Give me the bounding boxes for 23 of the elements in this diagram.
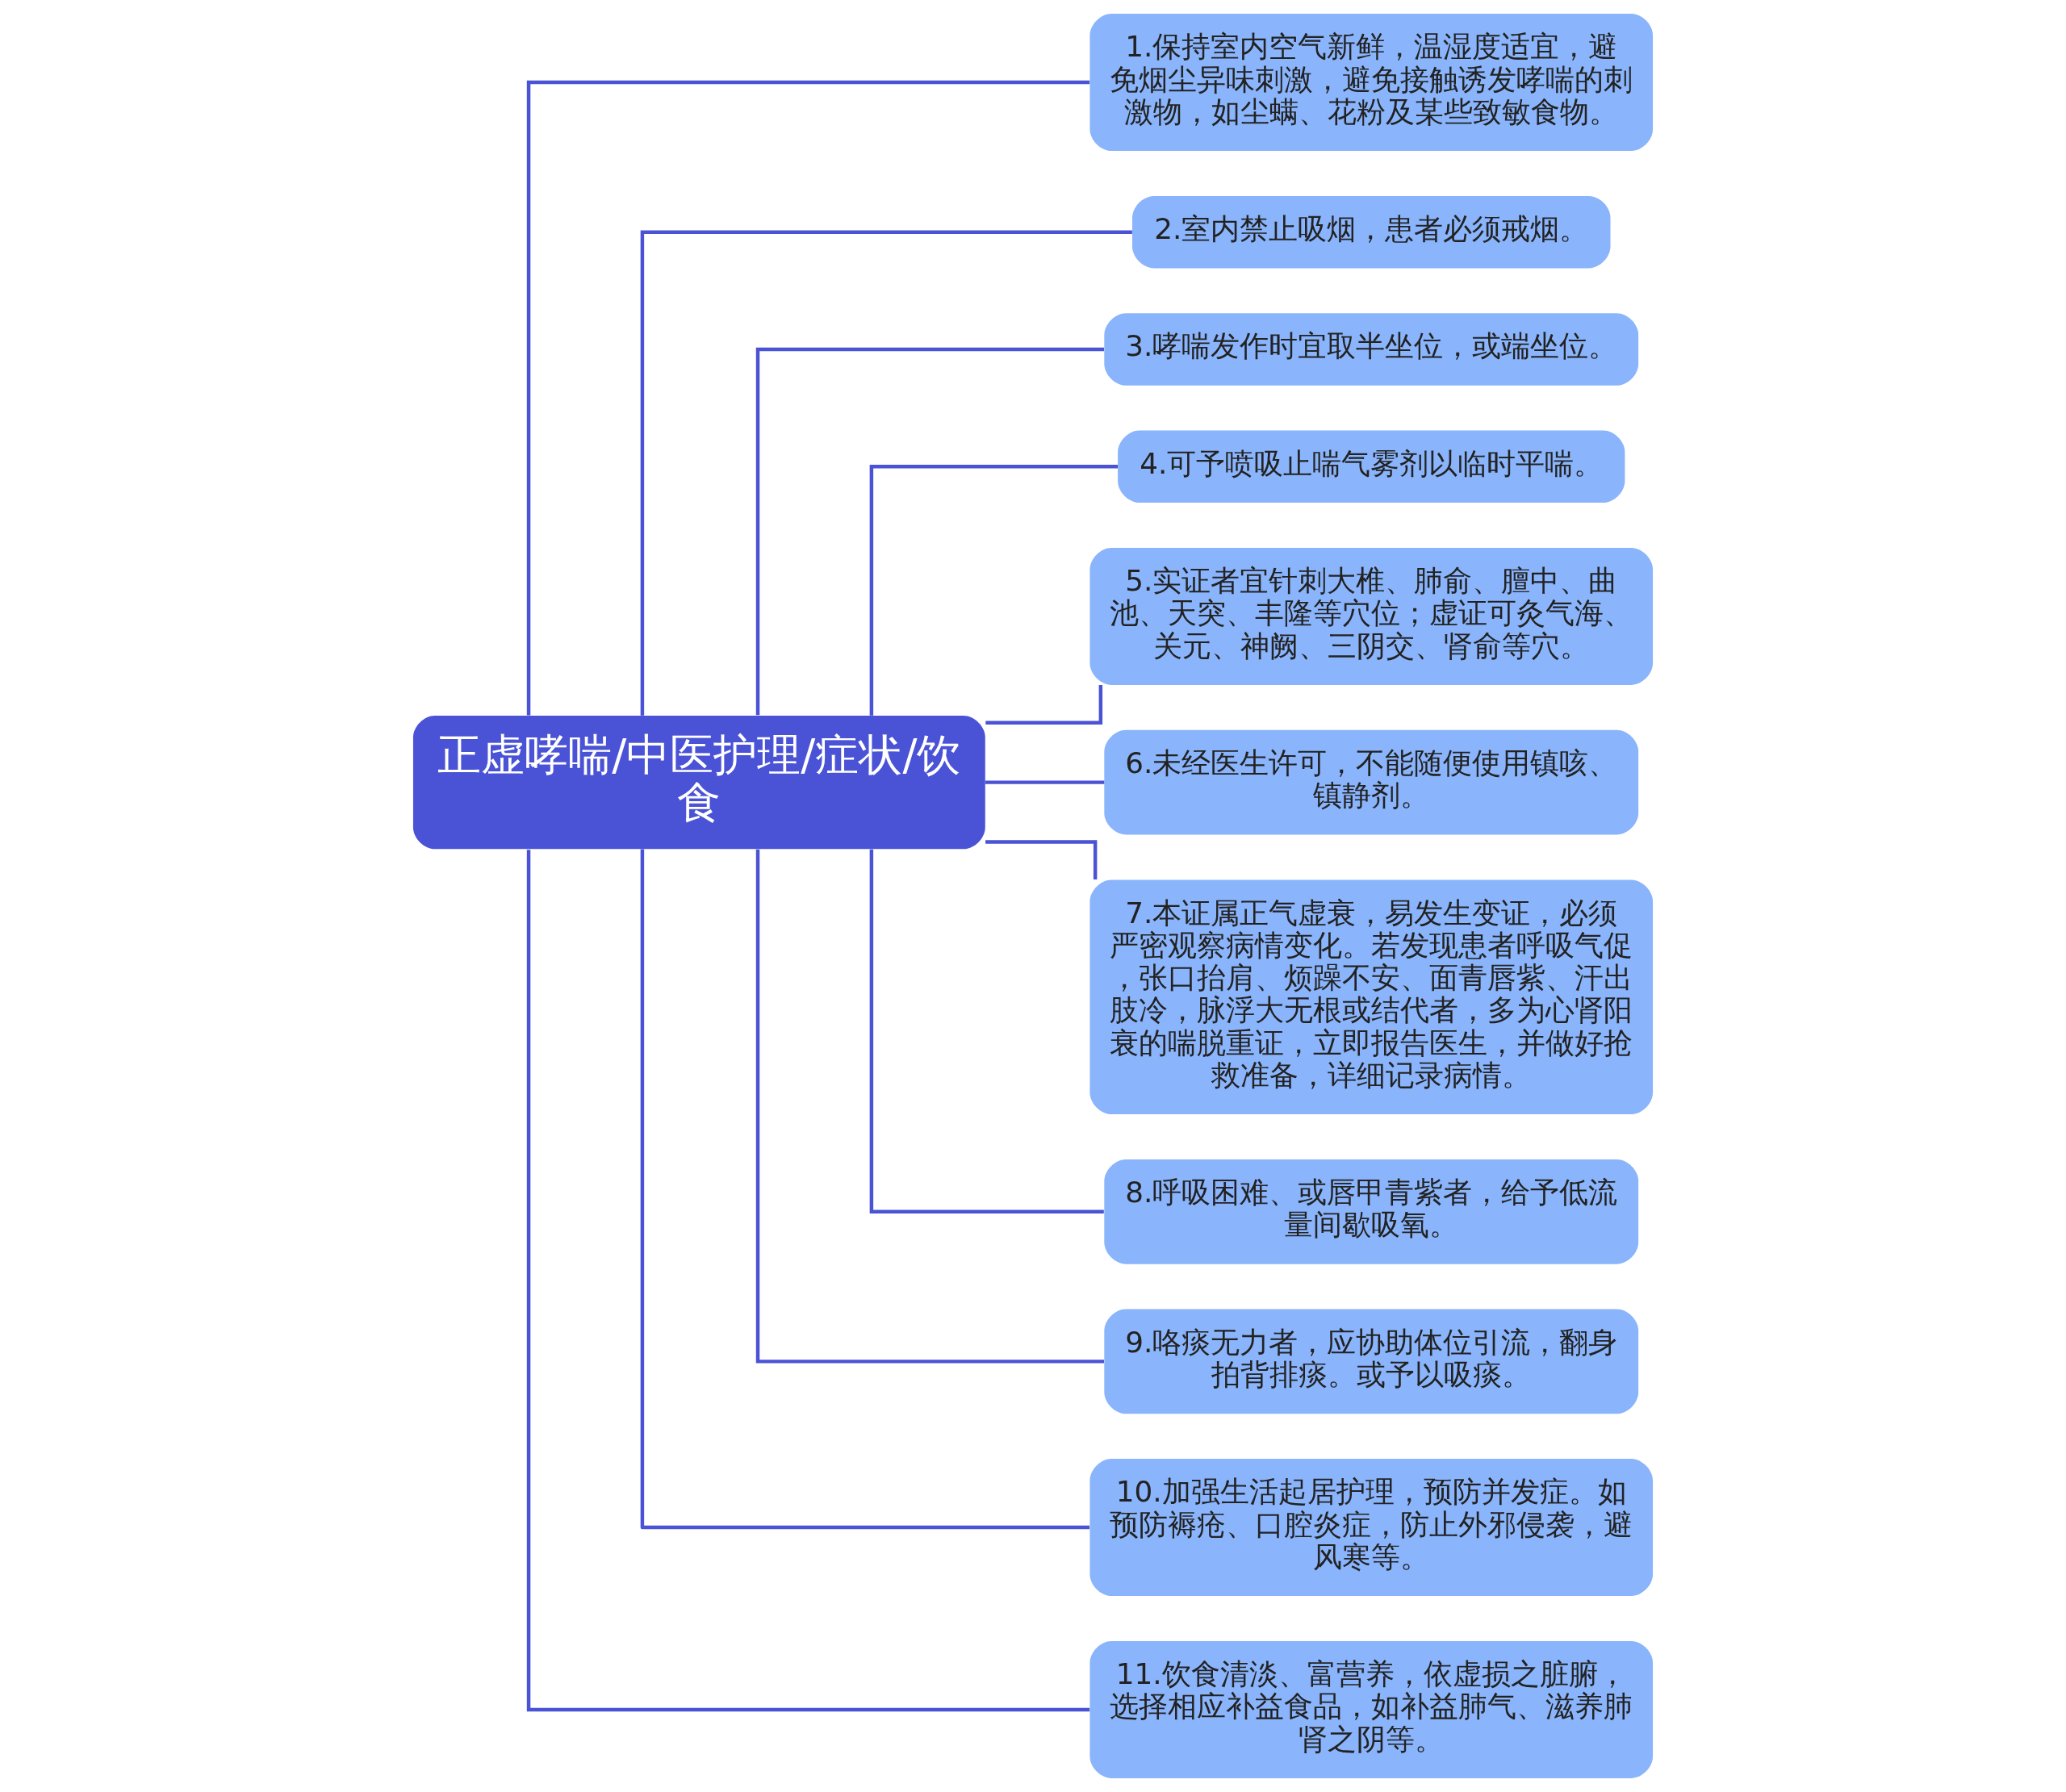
connector <box>985 840 1098 879</box>
connector <box>526 80 1090 716</box>
node-box: 6.未经医生许可，不能随便使用镇咳、镇静剂。 <box>1104 729 1639 835</box>
connector <box>985 684 1103 725</box>
connector <box>985 780 1105 784</box>
connector <box>755 849 1104 1364</box>
node-box: 4.可予喷吸止喘气雾剂以临时平喘。 <box>1118 430 1625 503</box>
connector <box>526 850 1090 1712</box>
node-box: 9.咯痰无力者，应协助体位引流，翻身拍背排痰。或予以吸痰。 <box>1104 1309 1639 1414</box>
node-box: 1.保持室内空气新鲜，温湿度适宜，避免烟尘异味刺激，避免接触诱发哮喘的刺激物，如尘螨、花粉及某些致敏食物。 <box>1089 14 1654 152</box>
connector <box>869 465 1118 716</box>
node-box: 2.室内禁止吸烟，患者必须戒烟。 <box>1132 195 1611 269</box>
node-box: 10.加强生活起居护理，预防并发症。如预防褥疮、口腔炎症，防止外邪侵袭，避风寒等。 <box>1089 1459 1654 1597</box>
connector <box>640 849 1089 1530</box>
node-box: 11.饮食清淡、富营养，依虚损之脏腑，选择相应补益食品，如补益肺气、滋养肺肾之阴等。 <box>1089 1640 1654 1778</box>
node-box: 正虚哮喘/中医护理/症状/饮食 <box>412 715 985 850</box>
node-box: 5.实证者宜针刺大椎、肺俞、膻中、曲池、天突、丰隆等穴位；虚证可灸气海、关元、神阙、三阴交、肾俞等穴。 <box>1089 547 1654 685</box>
node-box: 8.呼吸困难、或唇甲青紫者，给予低流量间歇吸氧。 <box>1104 1159 1639 1264</box>
node-box: 3.哮喘发作时宜取半坐位，或端坐位。 <box>1104 313 1639 386</box>
connector <box>869 849 1104 1214</box>
node-box: 7.本证属正气虚衰，易发生变证，必须严密观察病情变化。若发现患者呼吸气促，张口抬肩、烦躁不安、面青唇紫、汗出肢冷，脉浮大无根或结代者，多为心肾阳衰的喘脱重证，立即报告医生，并做好抢救准备，详细记录病情。 <box>1089 879 1654 1115</box>
connector <box>640 230 1132 716</box>
connector <box>755 347 1104 716</box>
